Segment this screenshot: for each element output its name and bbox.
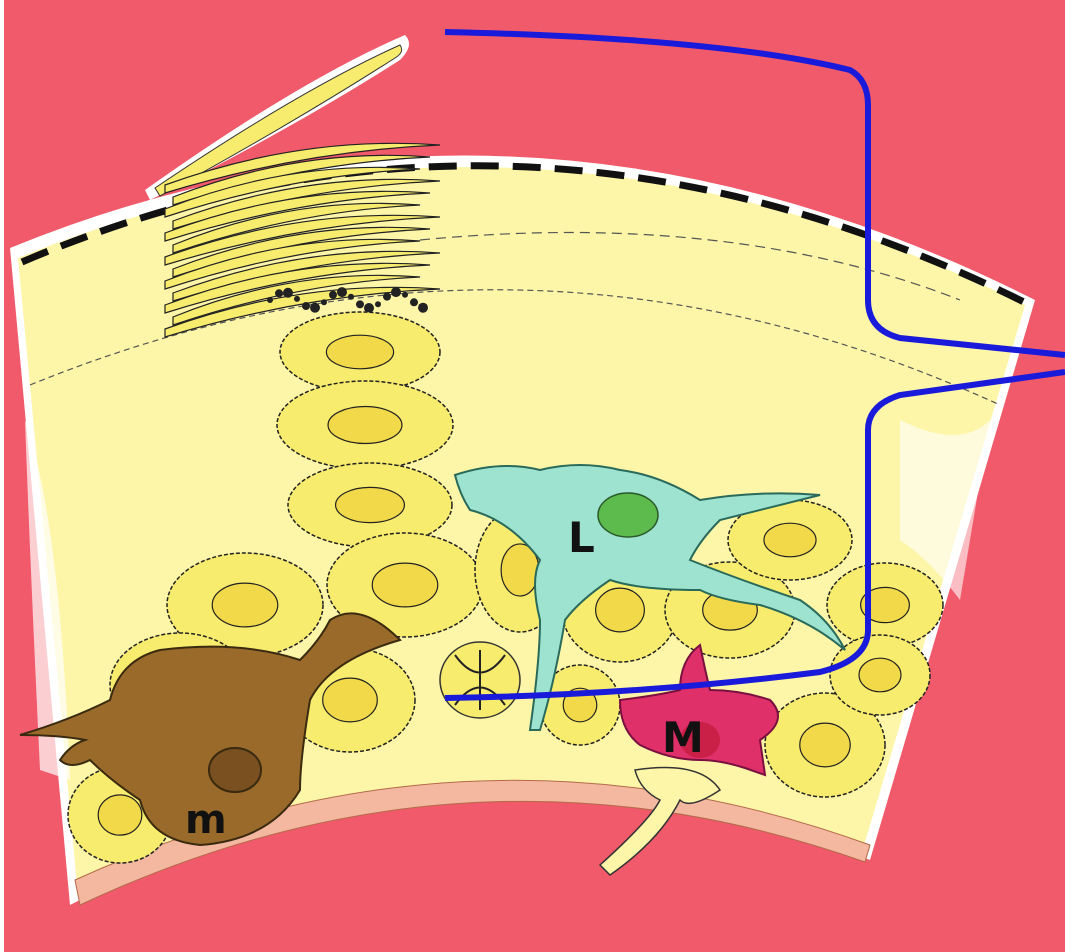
keratinocyte-nucleus [596,588,645,632]
keratohyalin-granule [348,294,354,300]
melanocyte-nucleus [209,748,261,792]
mitotic-figure [440,642,520,718]
langerhans-nucleus [598,493,658,537]
keratohyalin-granule [410,298,418,306]
keratohyalin-granule [337,287,347,297]
keratinocyte-nucleus [212,583,278,627]
keratinocyte-nucleus [98,795,142,835]
keratohyalin-granule [267,297,273,303]
keratohyalin-granule [329,291,337,299]
keratohyalin-granule [391,287,401,297]
keratinocyte-nucleus [323,678,378,722]
keratinocyte-nucleus [800,723,850,767]
keratohyalin-granule [294,296,300,302]
keratohyalin-granule [383,293,391,301]
keratinocyte-nucleus [764,523,816,557]
keratinocyte-nucleus [326,335,393,369]
keratohyalin-granule [310,303,320,313]
keratohyalin-granule [402,292,408,298]
keratinocyte-nucleus [372,563,438,607]
keratohyalin-granule [375,301,381,307]
keratohyalin-granule [302,302,310,310]
label-langerhans: L [568,513,595,562]
label-merkel: M [662,713,704,762]
label-melanocyte: m [185,797,227,843]
keratinocyte-nucleus [336,487,405,522]
keratohyalin-granule [356,300,364,308]
keratohyalin-granule [321,299,327,305]
keratohyalin-granule [418,303,428,313]
keratinocyte-nucleus [859,658,901,692]
keratohyalin-granule [275,289,283,297]
keratohyalin-granule [283,288,293,298]
keratinocyte-nucleus [328,407,402,444]
